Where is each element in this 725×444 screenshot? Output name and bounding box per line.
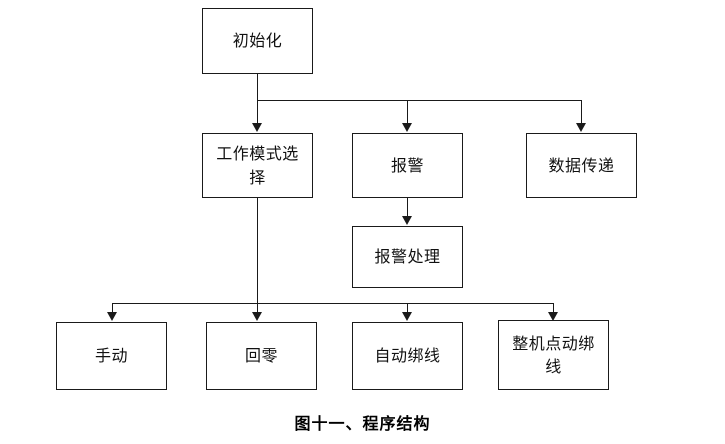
node-manual[interactable]: 手动 (56, 322, 167, 390)
arrowhead-data-transfer (576, 123, 586, 132)
edge-mode-select-to-auto-bind (407, 303, 408, 313)
node-alarm-handle-label: 报警处理 (374, 247, 441, 267)
node-return-zero-label: 回零 (244, 346, 278, 366)
edge-init-to-alarm (407, 100, 408, 124)
edge-init-to-mode-select (257, 100, 258, 124)
arrowhead-auto-bind (402, 312, 412, 321)
edge-init-to-data-transfer (581, 100, 582, 124)
edge-mode-select-to-machine-jog-bind (553, 303, 554, 313)
edge-init-stem (257, 74, 258, 101)
edge-mode-select-to-manual (112, 303, 113, 313)
node-auto-bind-label: 自动绑线 (374, 346, 441, 366)
node-init[interactable]: 初始化 (202, 8, 313, 74)
node-return-zero[interactable]: 回零 (206, 322, 317, 390)
arrowhead-alarm-handle (402, 216, 412, 225)
edge-alarm-to-alarm-handle (407, 198, 408, 217)
node-manual-label: 手动 (94, 346, 128, 366)
edge-mode-select-bus (112, 303, 554, 304)
node-mode-select-label: 工作模式选 择 (216, 144, 299, 187)
node-data-transfer[interactable]: 数据传递 (526, 133, 637, 198)
arrowhead-machine-jog-bind (548, 312, 558, 321)
arrowhead-manual (107, 312, 117, 321)
node-alarm[interactable]: 报警 (352, 133, 463, 198)
node-init-label: 初始化 (232, 31, 283, 51)
figure-caption: 图十一、程序结构 (294, 414, 431, 433)
node-machine-jog-bind-label: 整机点动绑 线 (512, 333, 595, 376)
node-alarm-handle[interactable]: 报警处理 (352, 226, 463, 288)
node-data-transfer-label: 数据传递 (548, 155, 615, 175)
node-machine-jog-bind[interactable]: 整机点动绑 线 (498, 320, 609, 390)
node-mode-select[interactable]: 工作模式选 择 (202, 133, 313, 198)
edge-init-bus (257, 100, 582, 101)
node-auto-bind[interactable]: 自动绑线 (352, 322, 463, 390)
edge-mode-select-to-return-zero (257, 303, 258, 313)
arrowhead-alarm (402, 123, 412, 132)
arrowhead-return-zero (252, 312, 262, 321)
node-alarm-label: 报警 (390, 155, 424, 175)
arrowhead-mode-select (252, 123, 262, 132)
edge-mode-select-stem (257, 198, 258, 303)
